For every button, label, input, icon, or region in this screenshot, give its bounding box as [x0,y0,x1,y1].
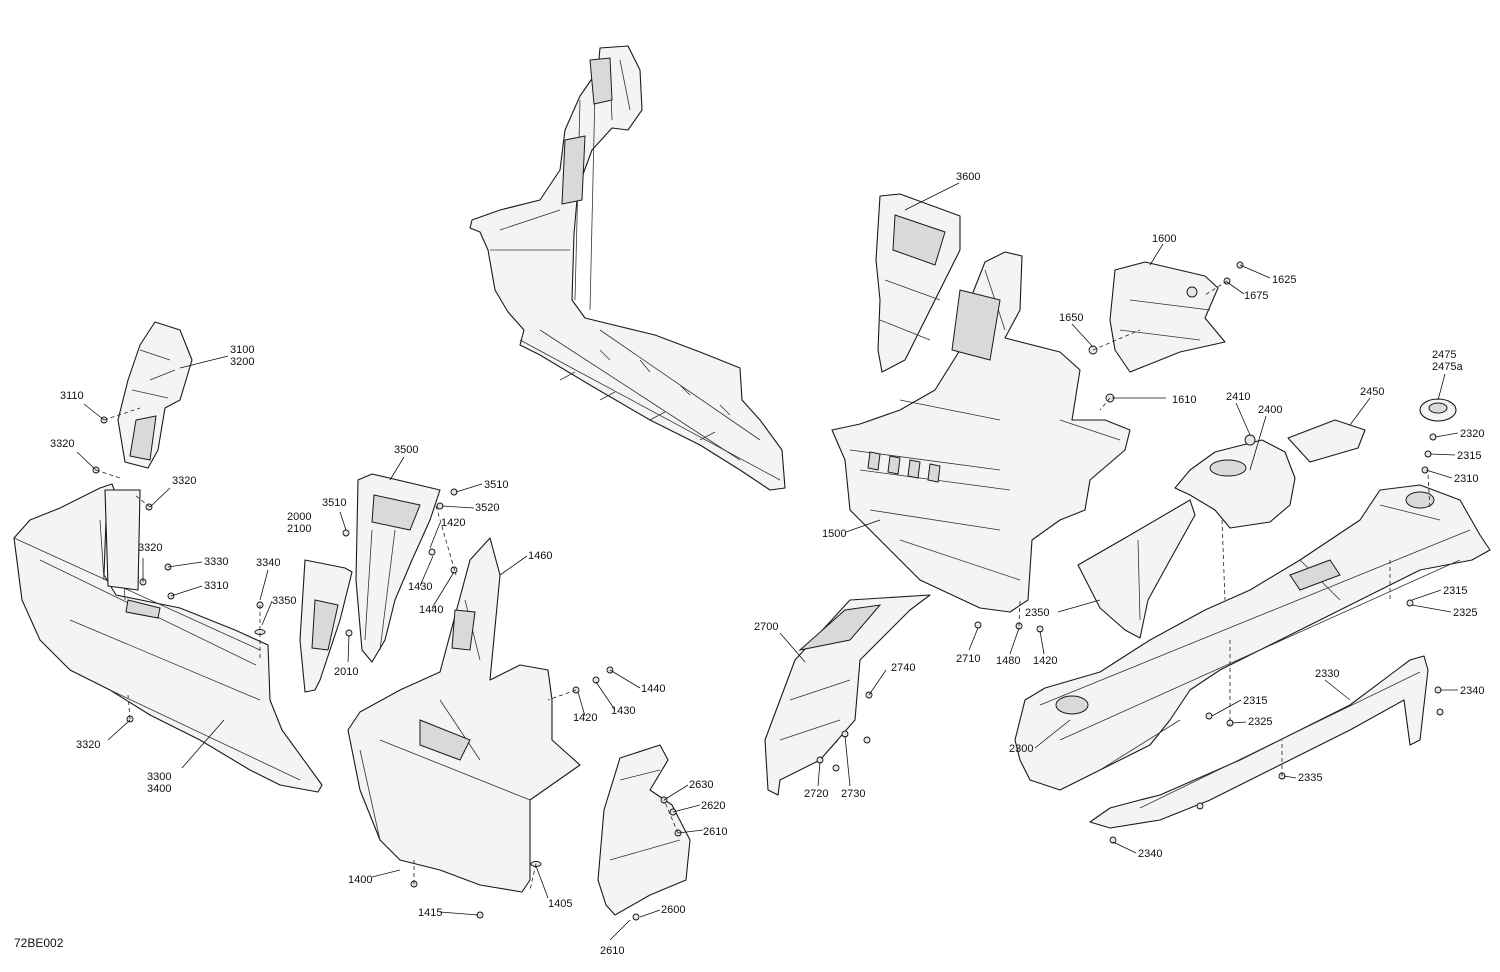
callout-1440: 1440 [419,604,443,616]
callout-1430: 1430 [408,581,432,593]
callout-2600: 2600 [661,904,685,916]
side-panel-part-2350 [1077,499,1196,639]
callout-3600: 3600 [956,171,980,183]
left-post-part-3100 [117,321,193,469]
panel-part-2600 [597,744,691,916]
callout-3510: 3510 [322,497,346,509]
panel-part-3500 [355,473,441,663]
leader-lines [76,182,1459,941]
center-side-rail-part [469,45,786,491]
callout-2410: 2410 [1226,391,1250,403]
callout-1675: 1675 [1244,290,1268,302]
callout-2450: 2450 [1360,386,1384,398]
callout-3340: 3340 [256,557,280,569]
callout-2320: 2320 [1460,428,1484,440]
callout-3510: 3510 [484,479,508,491]
callout-2010: 2010 [334,666,358,678]
callout-2710: 2710 [956,653,980,665]
callout-3520: 3520 [475,502,499,514]
callout-1610: 1610 [1172,394,1196,406]
callout-1600: 1600 [1152,233,1176,245]
callout-2630: 2630 [689,779,713,791]
left-rocker-panel-part-3300 [13,483,323,793]
lower-front-panel-part-1400 [347,537,581,893]
callout-2700: 2700 [754,621,778,633]
callout-3320: 3320 [76,739,100,751]
callout-1420: 1420 [1033,655,1057,667]
panel-part-2700 [764,594,931,796]
callout-2620: 2620 [701,800,725,812]
bracket-bar-part-2330 [1089,655,1429,829]
callout-3320: 3320 [138,542,162,554]
panel-part-3600 [875,193,961,373]
callout-2315: 2315 [1243,695,1267,707]
assembly-dashed-lines [95,280,1431,891]
callout-1650: 1650 [1059,312,1083,324]
callout-3330: 3330 [204,556,228,568]
callout-2315: 2315 [1443,585,1467,597]
callout-3500: 3500 [394,444,418,456]
fastener-markers [92,261,1444,921]
callout-2315: 2315 [1457,450,1481,462]
callout-2310: 2310 [1454,473,1478,485]
callout-2325: 2325 [1453,607,1477,619]
dial-part-2475 [1419,398,1457,422]
center-console-part-1500 [831,251,1131,613]
panel-part-2000 [299,559,353,693]
callout-2720: 2720 [804,788,828,800]
long-frame-part-2300 [1014,484,1491,791]
callout-2330: 2330 [1315,668,1339,680]
callout-1420: 1420 [441,517,465,529]
callout-3110: 3110 [60,390,84,402]
callout-1460: 1460 [528,550,552,562]
callout-2340: 2340 [1460,685,1484,697]
callout-2610: 2610 [703,826,727,838]
callout-2400: 2400 [1258,404,1282,416]
tank-part-2400 [1174,439,1296,529]
callout-2610: 2610 [600,945,624,957]
cover-part-1600 [1109,261,1226,373]
callout-2740: 2740 [891,662,915,674]
callout-1430: 1430 [611,705,635,717]
callout-2325: 2325 [1248,716,1272,728]
diagram-reference-code: 72BE002 [14,936,64,950]
callout-1415: 1415 [418,907,442,919]
callout-2730: 2730 [841,788,865,800]
callout-1420: 1420 [573,712,597,724]
callout-3320: 3320 [172,475,196,487]
callout-1500: 1500 [822,528,846,540]
callout-2340: 2340 [1138,848,1162,860]
callout-1440: 1440 [641,683,665,695]
callout-2300: 2300 [1009,743,1033,755]
cap-part-2450 [1287,419,1366,463]
callout-3320: 3320 [50,438,74,450]
callout-3350: 3350 [272,595,296,607]
callout-1625: 1625 [1272,274,1296,286]
callout-1480: 1480 [996,655,1020,667]
callout-2335: 2335 [1298,772,1322,784]
callout-3310: 3310 [204,580,228,592]
callout-1400: 1400 [348,874,372,886]
callout-2350: 2350 [1025,607,1049,619]
callout-1405: 1405 [548,898,572,910]
